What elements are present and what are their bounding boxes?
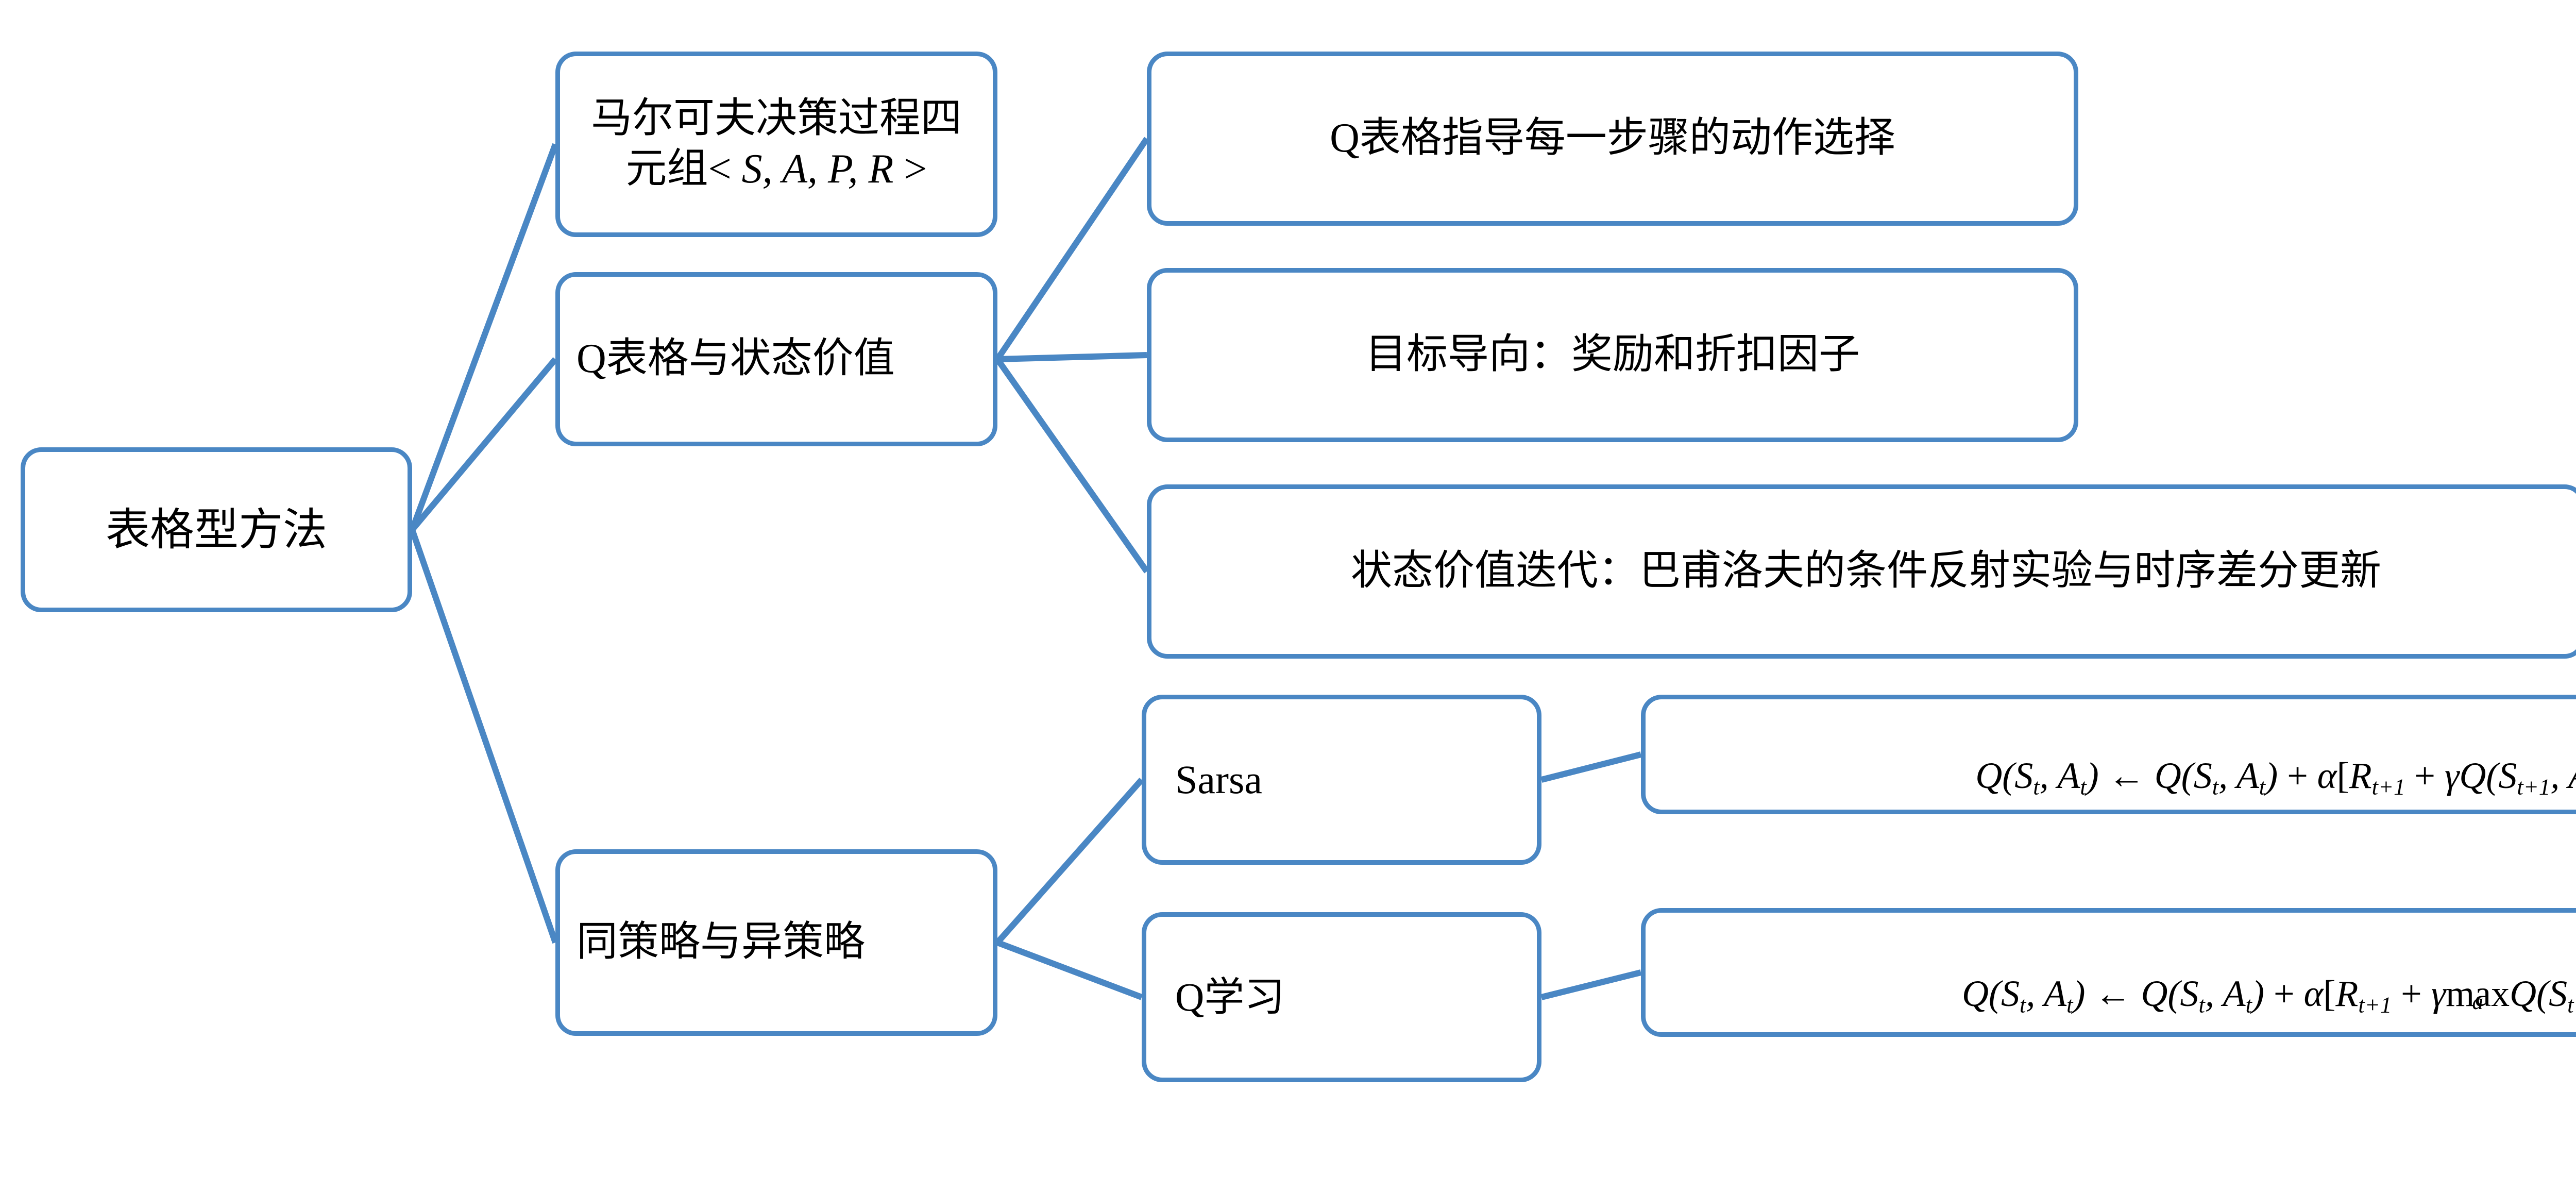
node-qlearning[interactable]: Q学习 [1142,912,1541,1082]
node-qlearning-label: Q学习 [1175,975,1285,1020]
edge-policy-to-sarsa [995,778,1144,945]
edge-qtable-to-goal [997,352,1147,362]
edge-root-to-policy [409,529,558,944]
edge-root-to-qtable [410,357,558,532]
node-td-update[interactable]: 状态价值迭代：巴甫洛夫的条件反射实验与时序差分更新 [1147,484,2576,659]
node-goal[interactable]: 目标导向：奖励和折扣因子 [1147,268,2078,442]
sarsa-formula-expression: Q(St, At) ← Q(St, At) + α[Rt+1 + γQ(St+1… [1975,754,2576,800]
node-policy[interactable]: 同策略与异策略 [555,849,997,1036]
node-mdp[interactable]: 马尔可夫决策过程四元组< S, A, P, R > [555,52,997,237]
edge-sarsa-to-formula [1540,751,1642,783]
edge-root-to-mdp [409,143,558,531]
edge-qlearn-to-formula [1540,969,1642,1000]
edge-qtable-to-qstep [995,137,1149,361]
edge-policy-to-qlearn [996,939,1143,1000]
node-sarsa[interactable]: Sarsa [1142,695,1541,865]
node-mdp-line1: 马尔可夫决策过程四 [591,96,962,142]
node-qtable[interactable]: Q表格与状态价值 [555,272,997,446]
node-qstep[interactable]: Q表格指导每一步骤的动作选择 [1147,52,2078,226]
edge-qtable-to-tdupd [995,357,1149,574]
node-mdp-label: 马尔可夫决策过程四元组< S, A, P, R > [578,94,975,194]
node-sarsa-formula[interactable]: Q(St, At) ← Q(St, At) + α[Rt+1 + γQ(St+1… [1641,695,2576,814]
node-policy-label: 同策略与异策略 [577,919,865,965]
node-root-label: 表格型方法 [106,505,327,555]
node-mdp-line2-suffix: > [893,146,927,192]
node-qstep-label: Q表格指导每一步骤的动作选择 [1330,115,1895,161]
node-qtable-label: Q表格与状态价值 [577,336,895,382]
node-root[interactable]: 表格型方法 [21,447,412,612]
node-sarsa-label: Sarsa [1175,757,1262,802]
node-mdp-tuple-math: S, A, P, R [741,146,894,192]
node-goal-label: 目标导向：奖励和折扣因子 [1365,332,1860,378]
node-mdp-line2-prefix: 元组< [625,146,742,192]
node-td-update-label: 状态价值迭代：巴甫洛夫的条件反射实验与时序差分更新 [1351,548,2381,594]
